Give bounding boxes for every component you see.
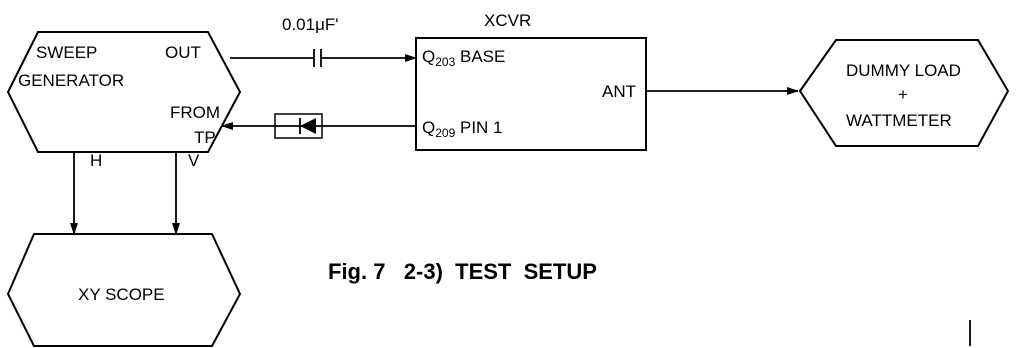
wattmeter-label: WATTMETER <box>846 111 952 130</box>
v-output-label: V <box>188 151 200 170</box>
capacitor-label: 0.01μF' <box>282 15 339 34</box>
sweep-label: SWEEP <box>36 43 97 62</box>
q203-base-label: Q203 BASE <box>422 47 505 69</box>
xy-scope-label: XY SCOPE <box>78 285 165 304</box>
from-label: FROM <box>170 103 220 122</box>
generator-label: GENERATOR <box>18 71 124 90</box>
xy-scope-block <box>6 233 242 347</box>
dummy-load-block <box>798 39 1010 147</box>
xcvr-block <box>415 37 647 151</box>
figure-caption: Fig. 7 2-3) TEST SETUP <box>328 259 597 284</box>
q209-pin1-label: Q209 PIN 1 <box>422 118 503 140</box>
ant-port-label: ANT <box>602 82 636 101</box>
tp-port-label: TP <box>194 128 216 147</box>
out-port-label: OUT <box>165 43 201 62</box>
plus-label: + <box>898 85 908 104</box>
diode-icon <box>300 118 316 134</box>
dummy-load-label: DUMMY LOAD <box>846 61 961 80</box>
xcvr-title: XCVR <box>484 11 531 30</box>
h-output-label: H <box>90 151 102 170</box>
sweep-generator-block <box>6 31 242 153</box>
